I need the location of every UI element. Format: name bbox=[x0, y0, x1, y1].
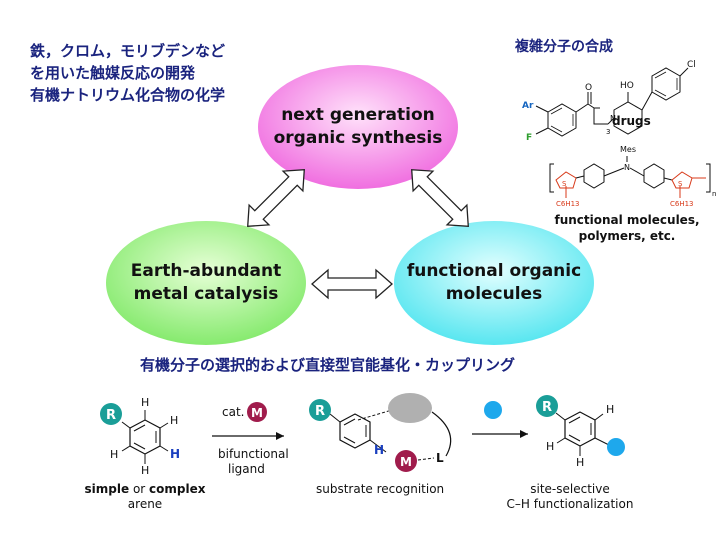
atom-mes: Mes bbox=[620, 145, 636, 154]
r-group-circle-2 bbox=[309, 399, 331, 421]
phenyl-left bbox=[583, 163, 605, 189]
ligand-arc bbox=[431, 411, 452, 457]
double-arrow-left-diagonal bbox=[247, 169, 305, 227]
r-group-circle-3 bbox=[536, 395, 558, 417]
h-label-1b: H bbox=[170, 414, 178, 427]
complex-synthesis-title: 複雑分子の合成 bbox=[515, 39, 613, 55]
topic-line-2: を用いた触媒反応の開発 bbox=[30, 64, 196, 82]
h-label-2: H bbox=[374, 443, 384, 457]
label-functional-organic: functional organic molecules bbox=[394, 260, 594, 306]
functional-molecules-label-2: polymers, etc. bbox=[578, 229, 676, 243]
m-circle-2 bbox=[395, 450, 417, 472]
m-label-catalyst: M bbox=[251, 406, 263, 420]
r-group-label-3: R bbox=[542, 400, 552, 415]
m-l-dashed bbox=[417, 457, 435, 461]
atom-c6h13-right: C6H13 bbox=[670, 200, 694, 208]
atom-n-piperidine: N bbox=[610, 114, 616, 123]
atom-n-amine: N bbox=[624, 163, 630, 172]
r-group-circle-1 bbox=[100, 403, 122, 425]
atom-o: O bbox=[585, 83, 592, 93]
thiophene-right bbox=[671, 171, 693, 189]
atom-ar: Ar bbox=[522, 101, 534, 111]
label-functional-organic-1: functional organic bbox=[406, 261, 582, 281]
h-label-1d: H bbox=[141, 464, 149, 477]
r-group-label-1: R bbox=[106, 408, 116, 423]
caption-site-selective-line-2: C–H functionalization bbox=[506, 497, 634, 511]
bifunctional-label: bifunctional bbox=[218, 447, 289, 461]
h-label-3b: H bbox=[576, 456, 584, 469]
caption-arene: simple or complex arene bbox=[80, 482, 210, 512]
atom-f: F bbox=[526, 133, 532, 143]
caption-complex: complex bbox=[149, 482, 206, 496]
drugs-label: drugs bbox=[612, 114, 651, 128]
double-arrow-horizontal bbox=[311, 268, 393, 300]
l-label: L bbox=[436, 451, 444, 465]
atom-ho: HO bbox=[620, 81, 634, 91]
topic-line-3: 有機ナトリウム化合物の化学 bbox=[30, 86, 226, 104]
atom-s-right: S bbox=[678, 180, 683, 188]
r-group-label-2: R bbox=[315, 404, 325, 419]
functional-molecules-label-1: functional molecules, bbox=[554, 213, 700, 227]
m-label-2: M bbox=[400, 455, 412, 469]
drug-structure: Ar F O 3 N HO Cl bbox=[522, 60, 696, 143]
caption-arene-line-2: arene bbox=[127, 497, 163, 511]
atom-subscript-3: 3 bbox=[606, 128, 610, 136]
caption-site-selective-line-1: site-selective bbox=[530, 482, 610, 496]
phenyl-right bbox=[643, 163, 665, 189]
ellipse-next-generation bbox=[258, 65, 458, 189]
caption-substrate-recognition: substrate recognition bbox=[316, 482, 445, 496]
label-earth-abundant-2: metal catalysis bbox=[133, 284, 279, 304]
caption-site-selective: site-selective C–H functionalization bbox=[500, 482, 640, 512]
h-label-1e: H bbox=[110, 448, 118, 461]
atom-c6h13-left: C6H13 bbox=[556, 200, 580, 208]
drug-chloroaryl-ring bbox=[651, 67, 681, 101]
caption-simple: simple bbox=[84, 482, 130, 496]
recognition-dashed bbox=[357, 409, 393, 421]
h-label-1a: H bbox=[141, 396, 149, 409]
functional-molecules-label: functional molecules, polymers, etc. bbox=[552, 212, 702, 244]
label-earth-abundant-1: Earth-abundant bbox=[130, 261, 282, 281]
double-arrow-right-diagonal bbox=[411, 169, 469, 227]
label-functional-organic-2: molecules bbox=[445, 284, 543, 304]
label-next-generation-2: organic synthesis bbox=[273, 128, 443, 148]
h-label-3a: H bbox=[606, 403, 614, 416]
caption-or: or bbox=[129, 482, 150, 496]
caption-arene-line-1: simple or complex bbox=[80, 482, 210, 497]
atom-n-subscript: n bbox=[712, 190, 716, 198]
polymer-structure: Mes N S S C6H13 C6H13 n bbox=[549, 145, 716, 208]
reaction-scheme: R H H H H H cat. M bifunctional ligand R… bbox=[100, 393, 625, 477]
coupling-partner-dot bbox=[484, 401, 502, 419]
recognition-site-gray bbox=[388, 393, 432, 423]
ligand-label: ligand bbox=[228, 462, 265, 476]
ellipse-earth-abundant bbox=[106, 221, 306, 345]
label-next-generation: next generation organic synthesis bbox=[258, 104, 458, 150]
thiophene-left bbox=[555, 171, 577, 189]
h-label-1c: H bbox=[170, 447, 180, 461]
label-earth-abundant: Earth-abundant metal catalysis bbox=[106, 260, 306, 306]
topic-list: 鉄，クロム，モリブデンなど を用いた触媒反応の開発 有機ナトリウム化合物の化学 bbox=[30, 40, 225, 106]
h-label-3c: H bbox=[546, 440, 554, 453]
new-substituent-dot bbox=[607, 438, 625, 456]
bottom-title: 有機分子の選択的および直接型官能基化・カップリング bbox=[140, 356, 516, 374]
atom-cl: Cl bbox=[687, 60, 696, 70]
drug-aryl-ring bbox=[547, 103, 577, 137]
label-next-generation-1: next generation bbox=[281, 105, 435, 125]
cat-label: cat. bbox=[222, 405, 244, 419]
ellipse-functional-organic bbox=[394, 221, 594, 345]
m-circle-catalyst bbox=[247, 402, 267, 422]
topic-line-1: 鉄，クロム，モリブデンなど bbox=[30, 42, 226, 60]
atom-s-left: S bbox=[562, 180, 567, 188]
